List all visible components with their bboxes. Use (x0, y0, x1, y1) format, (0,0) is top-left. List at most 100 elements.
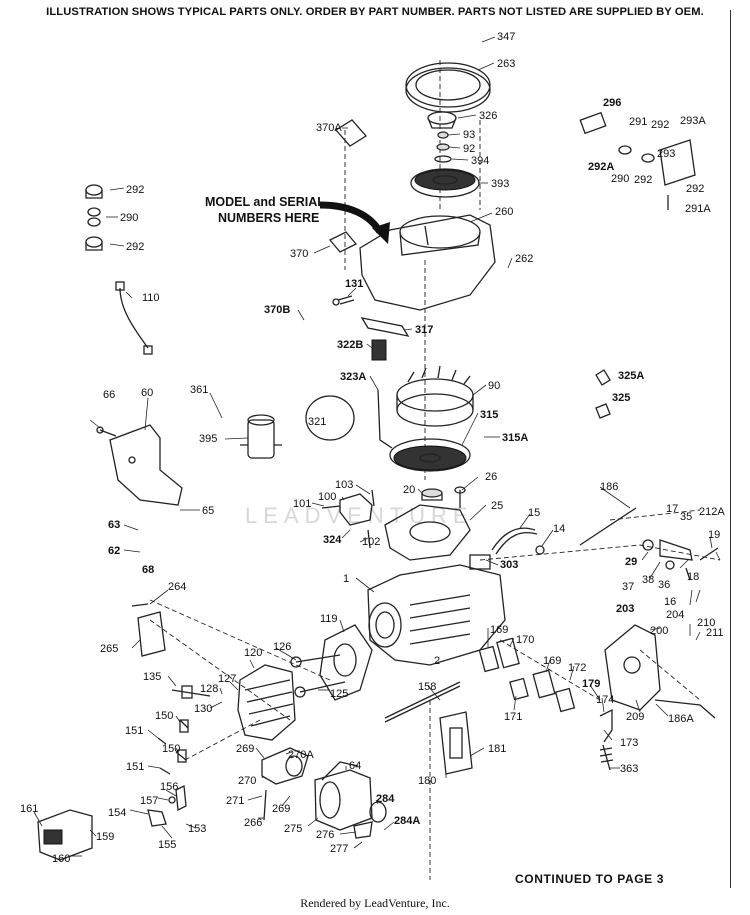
air-filter-cover-159 (37, 809, 93, 861)
screen-cup (427, 111, 457, 129)
part-label: 293 (657, 148, 675, 160)
gaskets-284 (353, 801, 387, 839)
screw-131 (332, 295, 355, 306)
spark-plug-135 (171, 685, 211, 699)
part-label: 186 (600, 481, 618, 493)
part-label: 66 (103, 389, 115, 401)
part-label: 276 (316, 829, 334, 841)
part-label: 262 (515, 253, 533, 265)
part-label: 14 (553, 523, 565, 535)
bolts-103-102 (367, 489, 375, 549)
part-label: 35 (680, 511, 692, 523)
linkage-186 (579, 507, 716, 719)
part-label: 103 (335, 479, 353, 491)
part-label: 210 (697, 617, 715, 629)
part-label: 153 (188, 823, 206, 835)
part-label: 135 (143, 671, 161, 683)
continued-note: CONTINUED TO PAGE 3 (515, 872, 664, 886)
part-label: 68 (142, 564, 154, 576)
part-label: 363 (620, 763, 638, 775)
part-label: 200 (650, 625, 668, 637)
part-label: 172 (568, 662, 586, 674)
part-label: 159 (96, 831, 114, 843)
part-label: 19 (708, 529, 720, 541)
part-label: 271 (226, 795, 244, 807)
credit-line: Rendered by LeadVenture, Inc. (300, 896, 450, 910)
part-label: 292A (588, 161, 614, 173)
part-label: 169 (543, 655, 561, 667)
part-labels: 347 263 326 370A 93 92 394 393 260 370 2… (20, 31, 725, 865)
part-label: 265 (100, 643, 118, 655)
part-label: 1 (343, 573, 349, 585)
part-label: 321 (308, 416, 326, 428)
part-label: 284 (376, 793, 395, 805)
recoil-starter-ring (405, 62, 491, 113)
part-label: 161 (20, 803, 38, 815)
part-label: 291 (629, 116, 647, 128)
part-label: 64 (349, 760, 361, 772)
part-label: 266 (244, 817, 262, 829)
part-label: 160 (52, 853, 70, 865)
bolt-26 (454, 486, 466, 508)
blower-housing-260 (359, 214, 496, 311)
clips-325 (595, 369, 611, 419)
gasket-119 (319, 624, 373, 701)
switch-assembly-296 (579, 111, 696, 210)
part-label: 370 (290, 248, 308, 260)
part-label: 393 (491, 178, 509, 190)
part-label: 90 (488, 380, 500, 392)
part-label: 101 (293, 498, 311, 510)
part-label: 315A (502, 432, 528, 444)
part-label: 284A (394, 815, 420, 827)
part-label: 156 (160, 781, 178, 793)
part-label: 100 (318, 491, 336, 503)
part-label: 25 (491, 500, 503, 512)
part-label: 290 (120, 212, 138, 224)
baffle-25 (384, 504, 471, 561)
part-label: 291A (685, 203, 711, 215)
muffler-guard-64 (321, 761, 359, 781)
bolt-66 (96, 426, 117, 437)
shroud-265 (131, 603, 166, 657)
tube-15 (491, 527, 545, 555)
part-label: 303 (500, 559, 518, 571)
part-label: 110 (142, 292, 160, 304)
part-label: 269 (236, 743, 254, 755)
part-label: 93 (463, 129, 475, 141)
pushrod-158 (384, 681, 461, 723)
part-label: 324 (323, 534, 342, 546)
wire-110 (115, 281, 153, 355)
bearing-20 (421, 488, 443, 501)
bolts-150-151 (157, 719, 189, 775)
part-label: 15 (528, 507, 540, 519)
part-label: 292 (651, 119, 669, 131)
part-label: 169 (490, 624, 508, 636)
part-label: 211 (706, 627, 724, 639)
part-label: 119 (320, 613, 338, 625)
part-label: 151 (125, 725, 143, 737)
part-label: 154 (108, 807, 126, 819)
ignition-module-100 (321, 493, 373, 526)
part-label: 315 (480, 409, 498, 421)
part-label: 270A (288, 749, 314, 761)
part-label: 155 (158, 839, 176, 851)
valves-126-125 (290, 654, 346, 698)
solenoid-395 (240, 414, 282, 459)
part-label: 325 (612, 392, 630, 404)
part-label: 2 (434, 655, 440, 667)
part-label: 292 (126, 241, 144, 253)
part-label: 269 (272, 803, 290, 815)
part-label: 317 (415, 324, 433, 336)
part-label: 293A (680, 115, 706, 127)
part-label: 150 (162, 743, 180, 755)
part-label: 37 (622, 581, 634, 593)
diagram-header: ILLUSTRATION SHOWS TYPICAL PARTS ONLY. O… (46, 6, 704, 18)
part-label: 157 (140, 795, 158, 807)
part-label: 92 (463, 143, 475, 155)
boot-322B (371, 339, 387, 361)
part-label: 181 (488, 743, 506, 755)
part-label: 180 (418, 775, 436, 787)
small-parts-153-157 (147, 784, 187, 827)
crankcase-1 (367, 554, 506, 666)
